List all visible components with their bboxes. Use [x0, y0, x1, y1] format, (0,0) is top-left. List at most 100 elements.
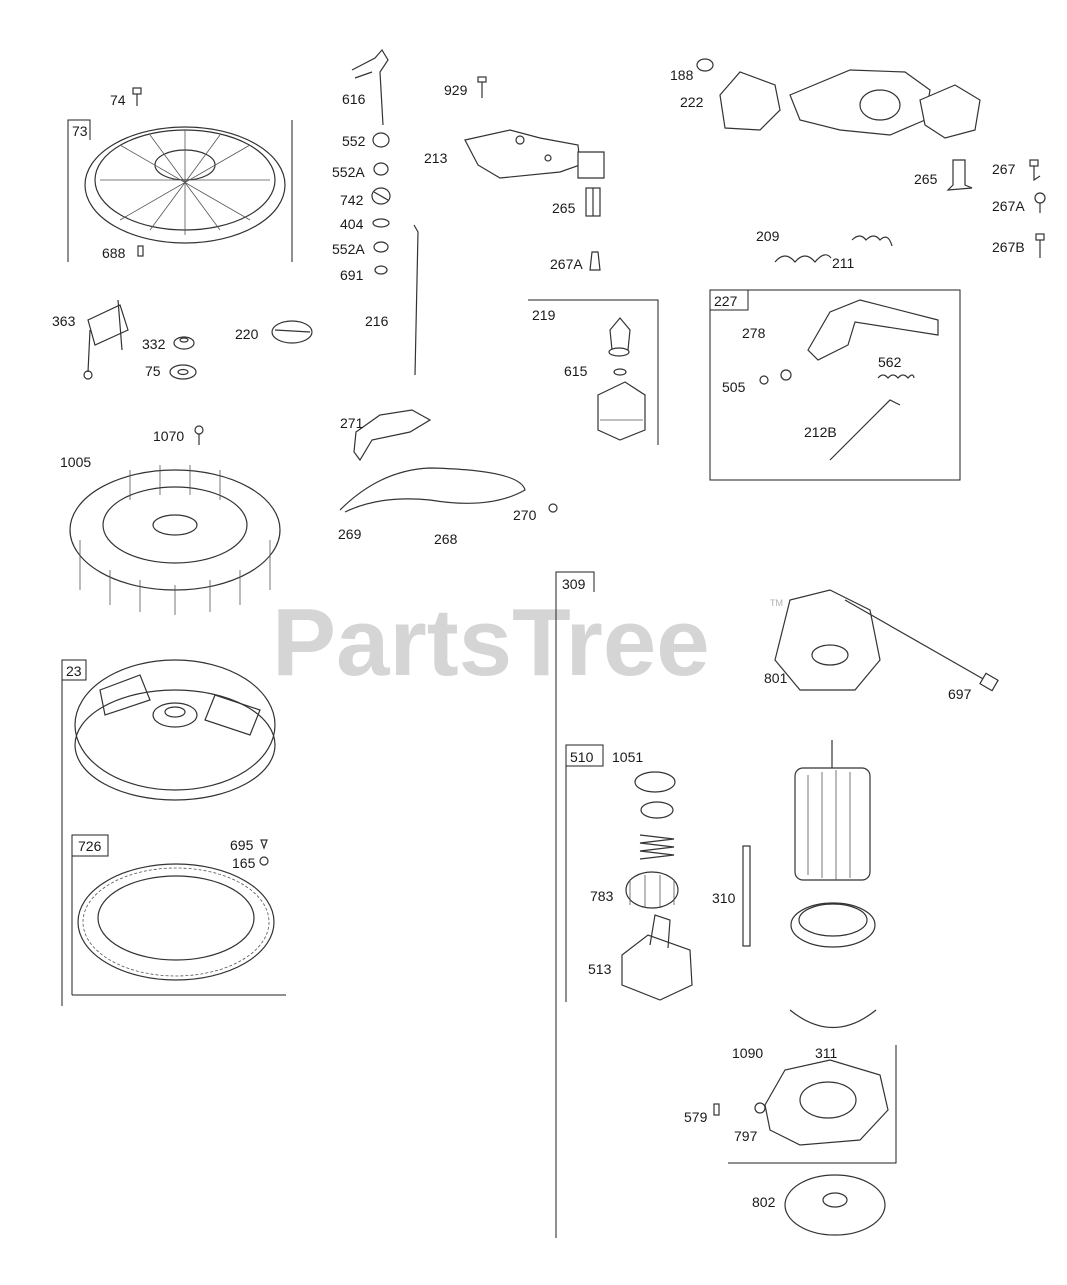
label-1051: 1051: [612, 749, 643, 765]
label-513: 513: [588, 961, 612, 977]
bolt-697-drawing: [844, 599, 999, 692]
label-211: 211: [832, 255, 855, 271]
group-510-frame: 510: [565, 744, 604, 1002]
label-552: 552: [342, 133, 366, 149]
group-23-frame: 23: [61, 659, 87, 1006]
screw-267-drawing: [1029, 159, 1041, 182]
label-220: 220: [235, 326, 259, 342]
part-579-drawing: [713, 1103, 720, 1116]
group-219-frame: 219: [528, 299, 659, 445]
label-213: 213: [424, 150, 448, 166]
pin-688-drawing: [137, 245, 144, 257]
rod-216-drawing: [413, 224, 419, 376]
lever-616-drawing: [351, 48, 389, 126]
screw-267B-drawing: [1035, 233, 1045, 258]
label-552A-2: 552A: [332, 241, 365, 257]
clip-265-2-drawing: [946, 159, 973, 191]
label-265-2: 265: [914, 171, 938, 187]
label-1090: 1090: [732, 1045, 763, 1061]
nut-165-drawing: [259, 856, 269, 866]
label-615: 615: [564, 363, 588, 379]
bracket-222-drawing: [719, 69, 981, 139]
part-691-drawing: [374, 265, 388, 275]
label-74: 74: [110, 92, 126, 108]
label-695: 695: [230, 837, 254, 853]
spring-stack-drawing: [639, 834, 675, 860]
magnet-housing-arc-drawing: [789, 1009, 877, 1028]
part-505-drawing: [759, 375, 769, 385]
group-label-510: 510: [570, 749, 594, 765]
label-267B: 267B: [992, 239, 1025, 255]
label-1005: 1005: [60, 454, 91, 470]
part-278-drawing: [780, 369, 792, 381]
washer-75-drawing: [169, 364, 197, 380]
washer-stack-drawing: [640, 801, 674, 819]
label-265-1: 265: [552, 200, 576, 216]
group-label-309: 309: [562, 576, 586, 592]
spring-209-drawing: [774, 254, 832, 263]
spring-212B-drawing: [829, 399, 901, 461]
label-267A-2: 267A: [992, 198, 1025, 214]
label-404: 404: [340, 216, 364, 232]
armature-drawing: [794, 740, 871, 881]
label-801: 801: [764, 670, 788, 686]
part-1051-stack-drawing: [634, 771, 676, 793]
group-1090-frame: [728, 1045, 897, 1164]
part-552A-1-drawing: [373, 162, 389, 176]
ring-gear-726-drawing: [77, 863, 275, 981]
label-165: 165: [232, 855, 256, 871]
label-269: 269: [338, 526, 362, 542]
part-552A-2-drawing: [373, 241, 389, 253]
screw-929-drawing: [477, 76, 487, 98]
label-688: 688: [102, 245, 126, 261]
group-label-219: 219: [532, 307, 556, 323]
label-212B: 212B: [804, 424, 837, 440]
label-579: 579: [684, 1109, 708, 1125]
label-562: 562: [878, 354, 902, 370]
label-216: 216: [365, 313, 389, 329]
label-310: 310: [712, 890, 736, 906]
label-222: 222: [680, 94, 704, 110]
nut-332-drawing: [173, 336, 195, 350]
fan-1005-drawing: [69, 465, 281, 615]
label-267A-1: 267A: [550, 256, 583, 272]
drive-513-drawing: [621, 914, 693, 1001]
cable-268-drawing: [339, 467, 526, 513]
part-552-drawing: [372, 132, 390, 148]
label-1070: 1070: [153, 428, 184, 444]
part-797-drawing: [754, 1102, 766, 1114]
part-267A-1-drawing: [589, 251, 601, 271]
group-label-73: 73: [72, 123, 88, 139]
group-label-23: 23: [66, 663, 82, 679]
part-220-drawing: [271, 320, 313, 344]
part-742-drawing: [371, 187, 391, 205]
label-783: 783: [590, 888, 614, 904]
part-270-drawing: [548, 503, 558, 513]
housing-ring-drawing: [790, 902, 876, 948]
governor-363-drawing: [83, 299, 129, 380]
bracket-213-drawing: [464, 129, 605, 179]
label-363: 363: [52, 313, 76, 329]
group-label-227: 227: [714, 293, 738, 309]
screw-695-drawing: [260, 839, 268, 850]
gear-783-drawing: [625, 871, 679, 909]
label-332: 332: [142, 336, 166, 352]
label-505: 505: [722, 379, 746, 395]
label-75: 75: [145, 363, 161, 379]
plate-802-drawing: [784, 1174, 886, 1236]
starter-end-cap-801-drawing: [774, 589, 881, 691]
label-267: 267: [992, 161, 1016, 177]
watermark-logo: PartsTree: [272, 589, 710, 696]
label-691: 691: [340, 267, 364, 283]
label-268: 268: [434, 531, 458, 547]
label-271: 271: [340, 415, 364, 431]
label-311: 311: [815, 1045, 838, 1061]
screw-267A-2-drawing: [1034, 192, 1046, 213]
screw-1070-drawing: [194, 425, 204, 445]
group-309-frame: 309: [555, 571, 595, 1238]
label-742: 742: [340, 192, 364, 208]
bolt-74-drawing: [132, 87, 142, 106]
lever-227-drawing: [807, 299, 939, 361]
